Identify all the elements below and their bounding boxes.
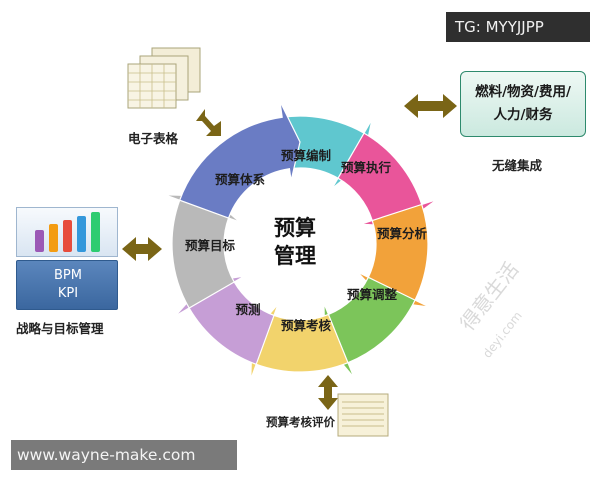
cycle-segment [164,194,241,309]
strategy-caption: 战略与目标管理 [16,321,104,336]
url-overlay: www.wayne-make.com [11,440,237,470]
bpm-kpi-panel: BPM KPI [16,207,118,310]
bar-icon-bar [35,230,44,252]
center-title: 预算 管理 [250,214,340,270]
connector-arrows [122,94,457,410]
tg-tag-overlay: TG: MYYJJPP [446,12,590,42]
arrow-strategy-connector [122,237,162,261]
arrow-integration-connector [404,94,457,118]
integration-text-line2: 人力/财务 [493,107,553,123]
cycle-segment [337,132,438,227]
arrow-spreadsheet-connector [196,109,221,136]
cycle-stage-label: 预算分析 [377,226,428,241]
bpm-label: BPM [54,268,82,283]
spreadsheet-caption: 电子表格 [128,131,179,146]
kpi-label: KPI [57,286,79,301]
cycle-stage-label: 预算体系 [215,172,266,187]
bar-icon-bar [77,216,86,252]
cycle-stage-label: 预算目标 [185,238,236,253]
bpm-kpi-badge: BPM KPI [16,260,118,310]
center-title-line1: 预算 [274,216,316,240]
cycle-segment [323,276,416,378]
evaluation-caption: 预算考核评价 [266,415,335,429]
cycle-stage-label: 预测 [235,302,260,317]
cycle-stage-label: 预算编制 [281,148,331,163]
integration-caption: 无缝集成 [492,158,543,173]
evaluation-document-icon [337,393,389,437]
integration-text-line1: 燃料/物资/费用/ [475,84,571,100]
arrow-evaluation-connector [318,375,338,410]
spreadsheet-icon [127,47,201,109]
bar-icon-bar [49,224,58,252]
cycle-stage-label: 预算考核 [281,318,332,333]
cycle-segment [250,303,349,380]
center-title-line2: 管理 [274,244,316,268]
integration-box: 燃料/物资/费用/ 人力/财务 [460,71,586,137]
cycle-stage-label: 预算执行 [341,160,392,175]
bar-icon-bar [91,212,100,252]
cycle-segment [178,101,301,219]
bar-icon-bar [63,220,72,252]
bar-chart-icon [16,207,118,257]
cycle-stage-label: 预算调整 [347,287,398,302]
